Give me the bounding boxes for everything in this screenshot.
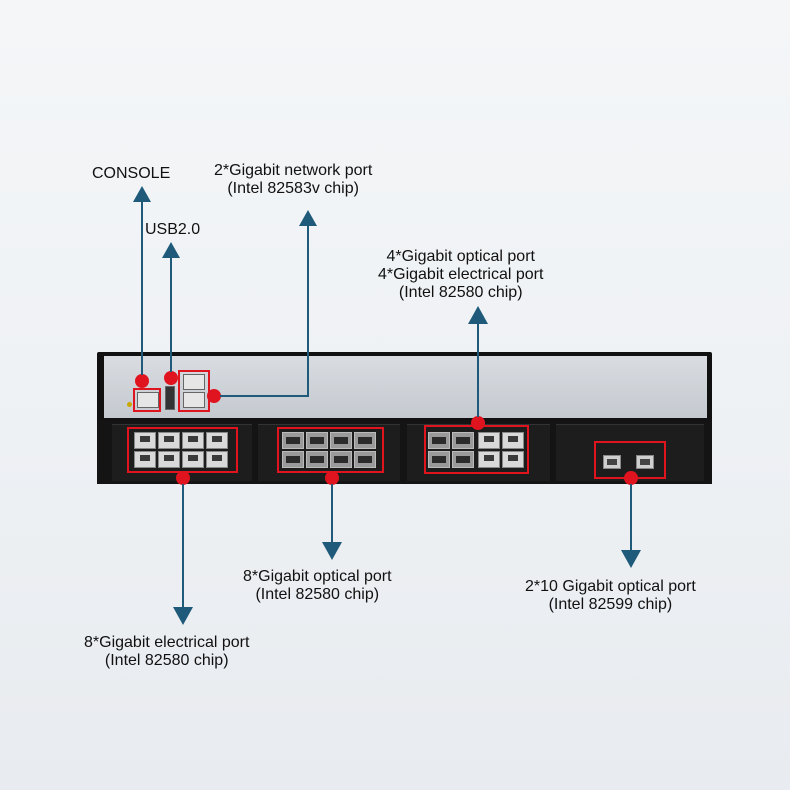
electrical-port	[478, 451, 500, 468]
console-marker	[135, 374, 149, 388]
gigabit-network-arrowhead	[299, 210, 317, 226]
optical-8-marker	[325, 471, 339, 485]
gigabit-network-port-1	[183, 374, 205, 390]
ten-gigabit-marker	[624, 471, 638, 485]
optical-8-highlight-box	[277, 427, 384, 473]
optical-port	[330, 432, 352, 449]
optical-port	[452, 432, 474, 449]
electrical-port	[182, 432, 204, 449]
electrical-port	[182, 451, 204, 468]
optical-port	[428, 451, 450, 468]
optical-port	[306, 451, 328, 468]
electrical-port	[502, 451, 524, 468]
usb-port	[165, 386, 175, 410]
electrical-port	[158, 432, 180, 449]
electrical-8-port-label: 8*Gigabit electrical port (Intel 82580 c…	[84, 634, 250, 669]
electrical-8-marker	[176, 471, 190, 485]
gigabit-network-highlight-box	[178, 370, 210, 412]
usb-marker	[164, 371, 178, 385]
optical-port	[282, 451, 304, 468]
optical-port	[354, 451, 376, 468]
optical-port	[428, 432, 450, 449]
optical-port	[282, 432, 304, 449]
electrical-port	[478, 432, 500, 449]
electrical-8-arrowhead	[173, 607, 193, 625]
ten-gigabit-port	[636, 455, 654, 469]
power-led	[127, 402, 132, 407]
gigabit-network-marker	[207, 389, 221, 403]
optical-8-port-label: 8*Gigabit optical port (Intel 82580 chip…	[243, 568, 392, 603]
optical-port	[354, 432, 376, 449]
usb-arrowhead	[162, 242, 180, 258]
electrical-port	[502, 432, 524, 449]
electrical-port	[206, 451, 228, 468]
console-arrowhead	[133, 186, 151, 202]
combo-port-label: 4*Gigabit optical port 4*Gigabit electri…	[378, 248, 544, 301]
optical-8-arrowhead	[322, 542, 342, 560]
electrical-8-highlight-box	[127, 427, 238, 473]
ten-gigabit-arrowhead	[621, 550, 641, 568]
combo-marker	[471, 416, 485, 430]
console-highlight-box	[133, 388, 161, 412]
console-label: CONSOLE	[92, 165, 171, 182]
console-port	[137, 392, 159, 408]
combo-highlight-box	[424, 425, 529, 474]
optical-port	[306, 432, 328, 449]
gigabit-network-port-label: 2*Gigabit network port (Intel 82583v chi…	[214, 162, 373, 197]
ten-gigabit-port-label: 2*10 Gigabit optical port (Intel 82599 c…	[525, 578, 696, 613]
combo-arrowhead	[468, 306, 488, 324]
ten-gigabit-port	[603, 455, 621, 469]
optical-port	[452, 451, 474, 468]
optical-port	[330, 451, 352, 468]
electrical-port	[134, 432, 156, 449]
gigabit-network-port-2	[183, 392, 205, 408]
electrical-port	[206, 432, 228, 449]
usb-label: USB2.0	[145, 221, 201, 238]
electrical-port	[134, 451, 156, 468]
electrical-port	[158, 451, 180, 468]
